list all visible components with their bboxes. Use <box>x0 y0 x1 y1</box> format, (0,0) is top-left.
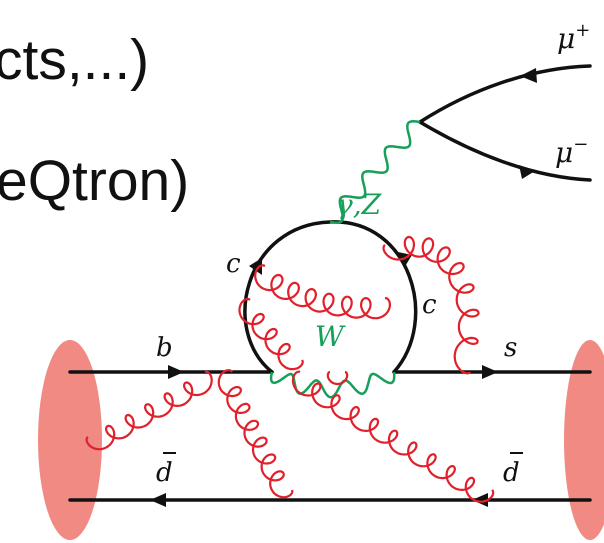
mu-minus-line <box>418 120 592 182</box>
gluon-b-to-dbar <box>85 370 213 451</box>
dbar-right-label: d <box>503 458 520 488</box>
s-quark-label: s <box>504 333 517 363</box>
photon-z-boson-line <box>329 120 421 224</box>
gluon-loop-inside <box>254 264 392 320</box>
gluon-vertex-to-dbar <box>217 369 294 499</box>
gluon-loop-to-s-right <box>326 370 349 386</box>
c-left-label: c <box>226 249 241 279</box>
mu-plus-arrow-icon <box>520 68 537 83</box>
gluon-loop-to-dbar-right <box>291 370 495 503</box>
s-arrow-icon <box>482 365 498 379</box>
mu-plus-label: μ+ <box>557 20 590 55</box>
w-boson-label: W <box>315 320 346 353</box>
slide-text-line-1: cts,...) <box>0 28 150 92</box>
dbar-left-arrow-icon <box>150 493 166 507</box>
c-right-label: c <box>422 290 437 320</box>
w-boson-line <box>269 371 396 399</box>
b-arrow-icon <box>168 365 184 379</box>
gamma-z-label: γ,Z <box>336 188 382 221</box>
dbar-left-label: d <box>156 458 173 488</box>
b-meson-blob <box>38 340 102 540</box>
mu-minus-label: μ− <box>555 134 588 169</box>
mu-plus-line <box>418 64 592 124</box>
slide-text-line-2: eQtron) <box>0 149 190 213</box>
gluon-b-to-loop <box>238 297 304 371</box>
b-quark-label: b <box>156 333 173 363</box>
mu-minus-arrow-icon <box>519 165 535 179</box>
c-left-arrow-icon <box>249 258 262 275</box>
k-meson-blob <box>564 340 604 540</box>
gluon-loop-to-s <box>382 235 480 375</box>
dbar-right-arrow-icon <box>472 493 488 507</box>
